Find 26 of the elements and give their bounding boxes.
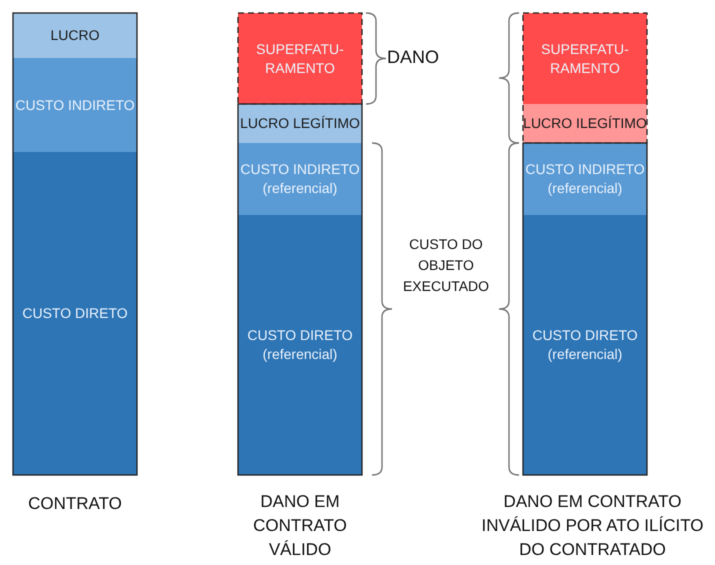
- bar-segment: [523, 143, 647, 215]
- bar-segment: [13, 13, 137, 58]
- brace-label: DANO: [386, 46, 440, 69]
- segment-label: CUSTO DIRETO (referencial): [531, 326, 639, 364]
- bar-segment: [523, 215, 647, 475]
- bar-segment: [523, 13, 647, 104]
- column-caption: DANO EM CONTRATO INVÁLIDO POR ATO ILÍCITO DO CONTRATADO: [480, 491, 704, 561]
- bar-segment: [13, 152, 137, 475]
- bar-segment: [13, 58, 137, 152]
- column-caption: DANO EM CONTRATO VÁLIDO: [252, 491, 348, 561]
- bar-segment: [523, 104, 647, 143]
- segment-label: CUSTO INDIRETO: [15, 96, 135, 114]
- segment-label: CUSTO DIRETO: [22, 304, 128, 323]
- column-caption: CONTRATO: [27, 493, 123, 515]
- bar-segment: [238, 104, 362, 143]
- bar-segment: [238, 143, 362, 215]
- segment-label: LUCRO ILEGÍTIMO: [523, 115, 647, 132]
- segment-label: CUSTO DIRETO (referencial): [246, 326, 354, 364]
- segment-label: CUSTO INDIRETO (referencial): [524, 160, 646, 198]
- bar-segment: [238, 215, 362, 475]
- segment-label: CUSTO INDIRETO (referencial): [239, 160, 361, 198]
- segment-label: LUCRO LEGÍTIMO: [240, 115, 360, 132]
- segment-label: SUPERFATU-RAMENTO: [540, 40, 630, 78]
- brace-label: CUSTO DO OBJETO EXECUTADO: [402, 235, 490, 296]
- segment-label: LUCRO: [50, 26, 100, 45]
- segment-label: SUPERFATU-RAMENTO: [255, 40, 345, 78]
